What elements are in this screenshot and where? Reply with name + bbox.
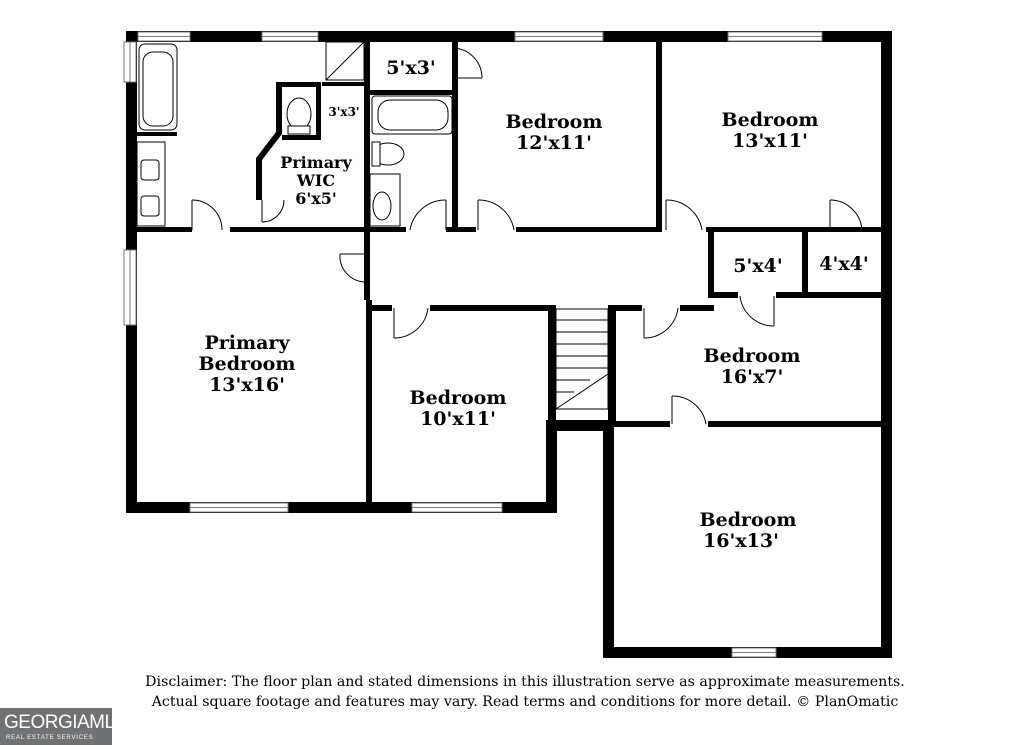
bedroom-16x7-label: Bedroom 16'x7' <box>682 346 822 388</box>
closet-4x4-label: 4'x4' <box>810 254 878 275</box>
disclaimer: Disclaimer: The floor plan and stated di… <box>120 672 930 712</box>
room-name-line1: Primary <box>280 153 352 172</box>
closet-5x4-label: 5'x4' <box>722 256 794 277</box>
room-dims: 5'x3' <box>386 57 436 79</box>
room-dims: 10'x11' <box>420 408 496 430</box>
bedroom-13x11-label: Bedroom 13'x11' <box>700 110 840 152</box>
room-name-line2: Bedroom <box>198 353 296 375</box>
room-name-line1: Primary <box>204 332 290 354</box>
room-name-line2: WIC <box>296 171 336 190</box>
disclaimer-line-2: Actual square footage and features may v… <box>151 694 899 710</box>
toilet-icon <box>286 97 312 131</box>
bedroom-12x11-label: Bedroom 12'x11' <box>484 112 624 154</box>
room-name: Bedroom <box>699 509 797 531</box>
doors <box>191 47 863 425</box>
closet-5x3-label: 5'x3' <box>378 58 444 79</box>
room-dims: 4'x4' <box>819 253 869 275</box>
interior-walls <box>137 42 881 506</box>
bedroom-10x11-label: Bedroom 10'x11' <box>388 388 528 430</box>
windows <box>123 31 823 658</box>
room-dims: 6'x5' <box>295 189 337 208</box>
logo-subtext: REAL ESTATE SERVICES <box>6 735 94 741</box>
room-dims: 12'x11' <box>516 132 592 154</box>
fixtures <box>136 41 453 227</box>
room-dims: 5'x4' <box>733 255 783 277</box>
bedroom-16x13-label: Bedroom 16'x13' <box>678 510 818 552</box>
room-name: Bedroom <box>409 387 507 409</box>
georgia-mls-logo: GEORGIAMLS REAL ESTATE SERVICES <box>0 708 127 745</box>
toilet-3x3-label: 3'x3' <box>322 105 366 119</box>
disclaimer-line-1: Disclaimer: The floor plan and stated di… <box>145 674 905 690</box>
room-dims: 16'x13' <box>703 530 779 552</box>
primary-bedroom-label: Primary Bedroom 13'x16' <box>172 333 322 396</box>
room-name: Bedroom <box>505 111 603 133</box>
room-name: Bedroom <box>703 345 801 367</box>
room-dims: 16'x7' <box>720 366 784 388</box>
room-dims: 13'x11' <box>732 130 808 152</box>
room-dims: 3'x3' <box>328 105 360 119</box>
room-dims: 13'x16' <box>209 374 285 396</box>
room-name: Bedroom <box>721 109 819 131</box>
logo-text: GEORGIAMLS <box>4 712 127 733</box>
stairs <box>555 308 609 410</box>
primary-wic-label: Primary WIC 6'x5' <box>266 154 366 208</box>
